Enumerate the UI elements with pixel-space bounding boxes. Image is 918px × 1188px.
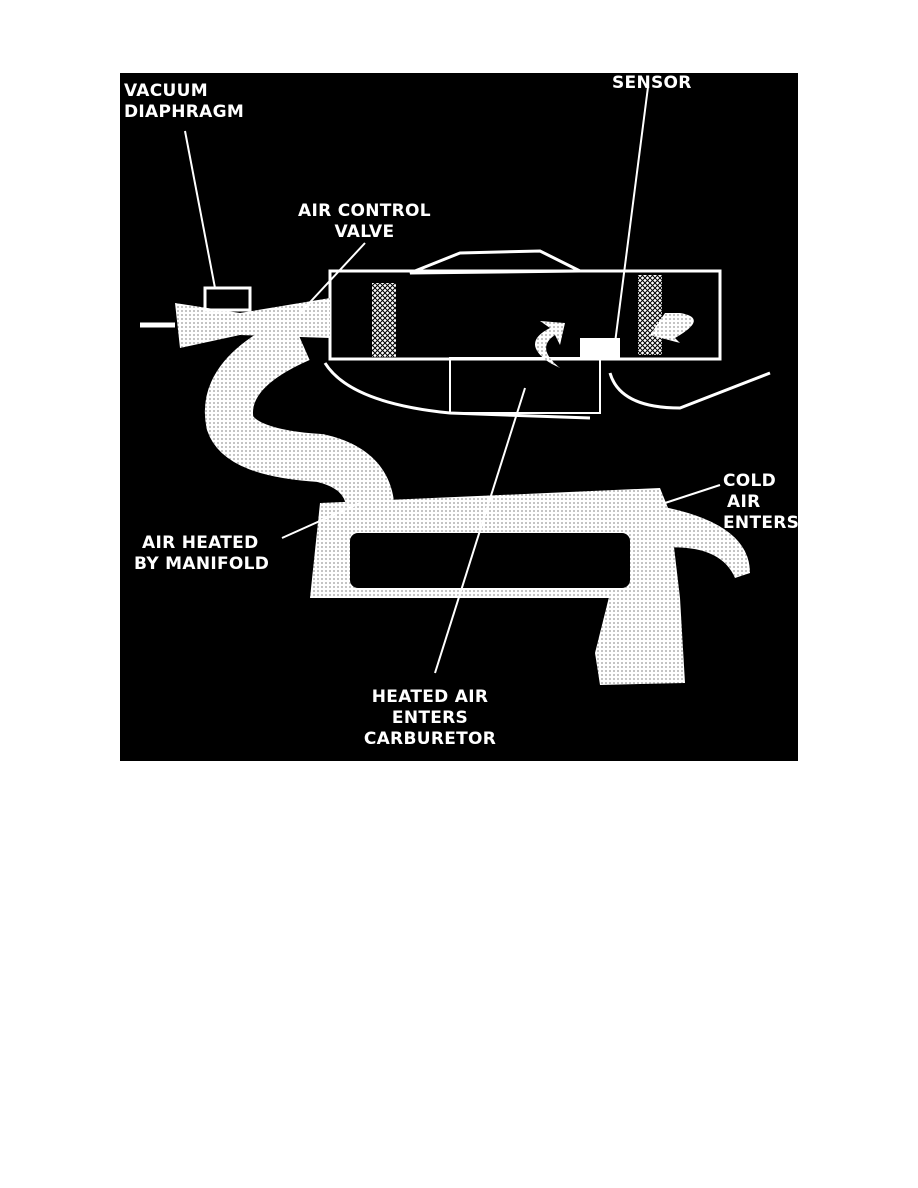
heated-air-intake-diagram: VACUUM DIAPHRAGM SENSOR AIR CONTROL VALV… xyxy=(120,73,798,761)
label-line: AIR HEATED xyxy=(142,533,259,553)
vacuum-diaphragm-unit xyxy=(203,286,252,312)
filter-element-left xyxy=(372,283,396,357)
filter-element-right xyxy=(638,275,662,355)
label-line: ENTERS xyxy=(723,513,798,533)
label-line: ENTERS xyxy=(391,708,469,728)
heat-stove-tube xyxy=(204,316,394,508)
snorkel xyxy=(140,286,330,348)
label-sensor: SENSOR xyxy=(612,73,692,93)
exhaust-manifold xyxy=(310,488,750,685)
airflow-arrow-icon xyxy=(650,313,694,343)
label-line: BY MANIFOLD xyxy=(134,554,270,574)
label-vacuum-diaphragm: VACUUM DIAPHRAGM xyxy=(124,81,244,123)
airflow-arrow-icon xyxy=(535,321,565,368)
label-line: VALVE xyxy=(334,222,395,242)
label-air-control-valve: AIR CONTROL VALVE xyxy=(298,201,431,243)
label-air-heated-by-manifold: AIR HEATED BY MANIFOLD xyxy=(134,533,269,575)
label-line: CARBURETOR xyxy=(363,729,497,749)
label-cold-air-enters: COLD AIR ENTERS xyxy=(723,471,798,534)
label-line: AIR CONTROL xyxy=(298,201,431,221)
label-heated-air-enters-carburetor: HEATED AIR ENTERS CARBURETOR xyxy=(340,687,520,750)
label-line: COLD xyxy=(723,471,777,491)
label-line: VACUUM xyxy=(124,81,208,101)
diagram-illustration xyxy=(140,86,771,685)
leader-lines xyxy=(184,86,721,674)
label-line: HEATED AIR xyxy=(371,687,489,707)
sensor-unit xyxy=(580,338,620,358)
label-line: DIAPHRAGM xyxy=(124,102,245,122)
label-line: AIR xyxy=(727,492,761,512)
